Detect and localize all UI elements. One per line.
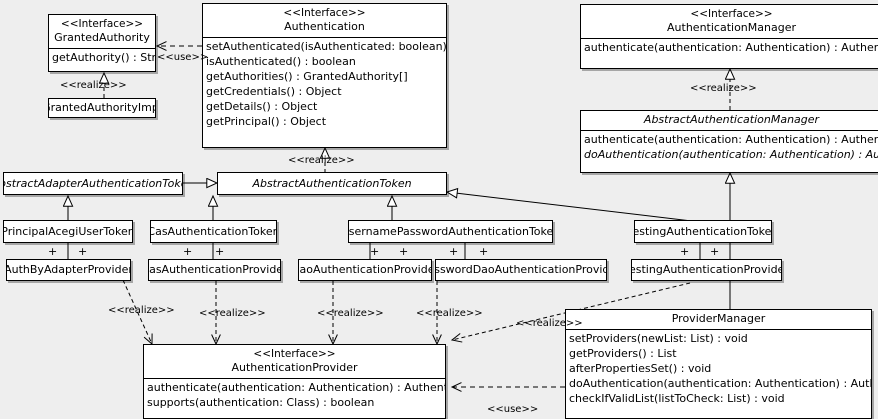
class-header-provider-manager: ProviderManager xyxy=(566,310,871,329)
class-name-label: GrantedAuthorityImpl xyxy=(48,101,156,114)
class-cas-authentication-provider[interactable]: CasAuthenticationProvider xyxy=(148,259,281,281)
class-name-label: AbstractAdapterAuthenticationToken xyxy=(4,176,182,190)
class-name-label: CasAuthenticationProvider xyxy=(148,263,281,276)
class-name-label: GrantedAuthority xyxy=(54,31,150,44)
edge-label-realize-auth-by-adapter: <<realize>> xyxy=(108,305,175,316)
stereotype-label: <<Interface>> xyxy=(253,348,336,360)
class-name-label: Authentication xyxy=(284,20,365,33)
class-abstract-authentication-token[interactable]: AbstractAuthenticationToken xyxy=(217,172,447,195)
multiplicity-plus: + xyxy=(78,245,88,258)
class-name-label: AbstractAuthenticationToken xyxy=(252,176,412,190)
class-auth-by-adapter-provider[interactable]: AuthByAdapterProvider xyxy=(6,259,131,281)
stereotype-label: <<Interface>> xyxy=(690,8,773,20)
multiplicity-plus: + xyxy=(710,245,720,258)
class-principal-acegi-user-token[interactable]: PrincipalAcegiUserToken xyxy=(3,220,133,243)
class-name-label: DaoAuthenticationProvider xyxy=(298,263,432,276)
class-name-label: PrincipalAcegiUserToken xyxy=(3,224,133,238)
operation-row: getDetails() : Object xyxy=(206,100,318,113)
class-header-authentication-provider: <<Interface>> AuthenticationProvider xyxy=(144,345,445,378)
stereotype-label: <<Interface>> xyxy=(283,7,366,19)
operation-row: setProviders(newList: List) : void xyxy=(569,332,748,345)
multiplicity-plus: + xyxy=(215,245,225,258)
operations-compartment: authenticate(authentication: Authenticat… xyxy=(581,39,878,56)
stereotype-label: <<Interface>> xyxy=(60,18,144,30)
operation-row: getProviders() : List xyxy=(569,347,677,360)
class-header-authentication: <<Interface>> Authentication xyxy=(203,4,446,37)
operation-row: getPrincipal() : Object xyxy=(206,115,327,128)
class-authentication-provider[interactable]: <<Interface>> AuthenticationProvider aut… xyxy=(143,344,446,419)
edge-label-realize-abstract-authentication-token: <<realize>> xyxy=(288,155,355,166)
class-name-label: PasswordDaoAuthenticationProvider xyxy=(435,263,606,276)
class-authentication-manager[interactable]: <<Interface>> AuthenticationManager auth… xyxy=(580,4,878,69)
compartment-divider xyxy=(566,329,871,330)
class-testing-authentication-provider[interactable]: TestingAuthenticationProvider xyxy=(631,259,782,281)
class-abstract-adapter-authentication-token[interactable]: AbstractAdapterAuthenticationToken xyxy=(3,172,183,195)
class-name-label: TestingAuthenticationToken xyxy=(634,224,772,238)
operation-row: setAuthenticated(isAuthenticated: boolea… xyxy=(206,40,446,53)
class-name-label: TestingAuthenticationProvider xyxy=(631,263,782,276)
operations-compartment: setProviders(newList: List) : void getPr… xyxy=(566,330,871,407)
multiplicity-plus: + xyxy=(399,245,409,258)
operation-row: authenticate(authentication: Authenticat… xyxy=(147,381,445,394)
operations-compartment: authenticate(authentication: Authenticat… xyxy=(144,379,445,411)
operations-compartment: authenticate(authentication: Authenticat… xyxy=(581,131,878,163)
operations-compartment: setAuthenticated(isAuthenticated: boolea… xyxy=(203,38,446,130)
operation-row: isAuthenticated() : boolean xyxy=(206,55,356,68)
edge-label-realize-authentication-manager: <<realize>> xyxy=(690,83,757,94)
multiplicity-plus: + xyxy=(449,245,459,258)
edge-label-use-provider-manager: <<use>> xyxy=(487,404,539,415)
class-name-label: AuthenticationManager xyxy=(667,21,796,34)
edge-label-realize-provider-manager: <<realize>> xyxy=(516,318,583,329)
class-password-dao-authentication-provider[interactable]: PasswordDaoAuthenticationProvider xyxy=(435,259,607,281)
operation-row: supports(authentication: Class) : boolea… xyxy=(147,396,375,409)
class-granted-authority[interactable]: <<Interface>> GrantedAuthority getAuthor… xyxy=(48,14,156,72)
class-authentication[interactable]: <<Interface>> Authentication setAuthenti… xyxy=(202,3,447,148)
operation-row: authenticate(authentication: Authenticat… xyxy=(584,41,878,54)
class-header-granted-authority: <<Interface>> GrantedAuthority xyxy=(49,15,155,48)
class-name-label: AbstractAuthenticationManager xyxy=(643,113,820,126)
class-name-label: AuthByAdapterProvider xyxy=(6,263,131,276)
class-testing-authentication-token[interactable]: TestingAuthenticationToken xyxy=(634,220,772,243)
operation-row: doAuthentication(authentication: Authent… xyxy=(569,377,871,390)
class-username-password-authentication-token[interactable]: UsernamePasswordAuthenticationToken xyxy=(348,220,553,243)
operations-compartment: getAuthority() : String xyxy=(49,49,155,66)
class-name-label: CasAuthenticationToken xyxy=(150,224,277,238)
compartment-divider xyxy=(581,38,878,39)
operation-row: afterPropertiesSet() : void xyxy=(569,362,712,375)
compartment-divider xyxy=(203,37,446,38)
edge-label-use-granted-authority: <<use>> xyxy=(157,52,209,63)
compartment-divider xyxy=(49,48,155,49)
class-name-label: AuthenticationProvider xyxy=(231,361,358,374)
multiplicity-plus: + xyxy=(48,245,58,258)
operation-row: checkIfValidList(listToCheck: List) : vo… xyxy=(569,392,785,405)
class-name-label: UsernamePasswordAuthenticationToken xyxy=(348,224,553,238)
multiplicity-plus: + xyxy=(479,245,489,258)
compartment-divider xyxy=(581,130,878,131)
compartment-divider xyxy=(144,378,445,379)
class-provider-manager[interactable]: ProviderManager setProviders(newList: Li… xyxy=(565,309,872,419)
class-dao-authentication-provider[interactable]: DaoAuthenticationProvider xyxy=(298,259,432,281)
class-abstract-authentication-manager[interactable]: AbstractAuthenticationManager authentica… xyxy=(580,110,878,173)
class-cas-authentication-token[interactable]: CasAuthenticationToken xyxy=(150,220,277,243)
edge-label-realize-granted-authority-impl: <<realize>> xyxy=(60,80,127,91)
operation-row: doAuthentication(authentication: Authent… xyxy=(584,148,878,161)
class-name-label: ProviderManager xyxy=(671,312,766,325)
operation-row: getAuthority() : String xyxy=(52,51,155,64)
operation-row: getAuthorities() : GrantedAuthority[] xyxy=(206,70,408,83)
class-header-authentication-manager: <<Interface>> AuthenticationManager xyxy=(581,5,878,38)
multiplicity-plus: + xyxy=(680,245,690,258)
edge-label-realize-cas-provider: <<realize>> xyxy=(199,308,266,319)
multiplicity-plus: + xyxy=(183,245,193,258)
class-granted-authority-impl[interactable]: GrantedAuthorityImpl xyxy=(48,98,156,118)
operation-row: getCredentials() : Object xyxy=(206,85,342,98)
class-header-abstract-authentication-manager: AbstractAuthenticationManager xyxy=(581,111,878,130)
edge-label-realize-password-dao-provider: <<realize>> xyxy=(416,308,483,319)
operation-row: authenticate(authentication: Authenticat… xyxy=(584,133,878,146)
multiplicity-plus: + xyxy=(370,245,380,258)
edge-label-realize-dao-provider: <<realize>> xyxy=(317,308,384,319)
